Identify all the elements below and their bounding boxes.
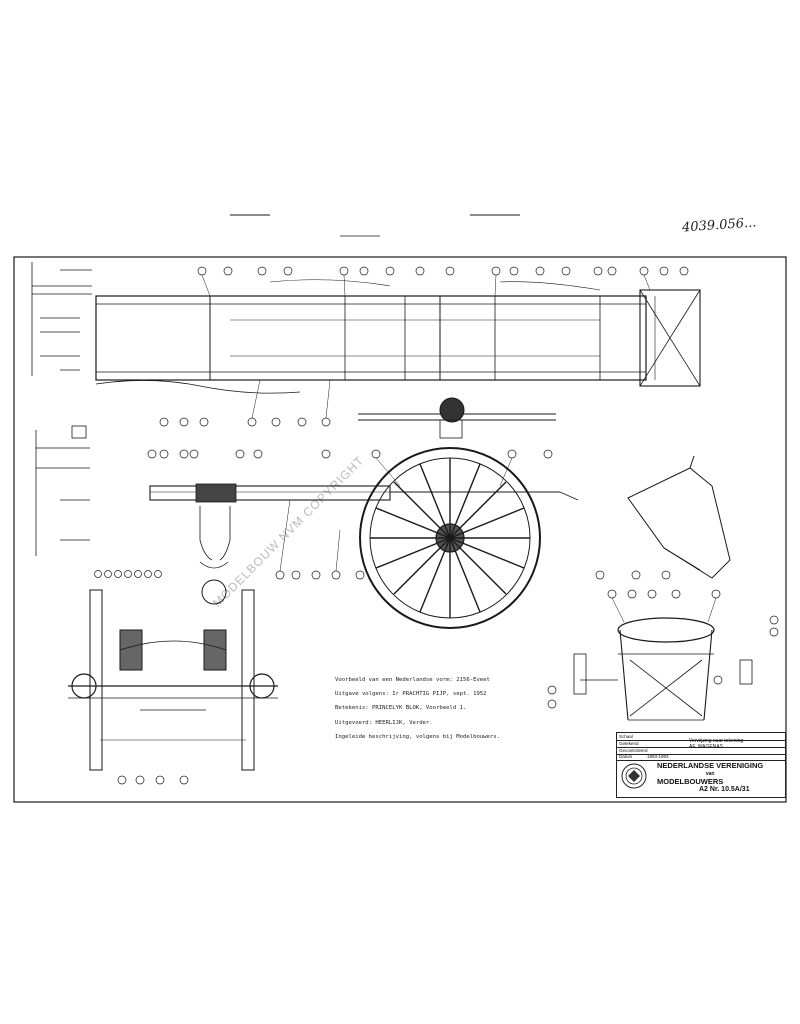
brake-detail <box>627 455 731 579</box>
organisation-name: NEDERLANDSE VERENIGING van MODELBOUWERS <box>657 762 763 786</box>
description-line: AF. WAGENAS <box>689 744 723 750</box>
drawing-description: Verwijzing naar tekening AF. WAGENAS <box>689 738 743 750</box>
callout-balloons <box>94 266 779 785</box>
description-line: Verwijzing naar tekening <box>689 738 744 744</box>
left-end-detail-top <box>31 262 92 376</box>
sheet-number: A2 Nr. 10.5A/31 <box>699 786 750 793</box>
wagon-wheel <box>359 447 541 629</box>
side-view <box>149 483 579 605</box>
title-block: Schaal Getekend Gecontroleerd Datum 1993… <box>616 732 786 798</box>
nvm-seal-icon <box>621 763 647 789</box>
note-line: Uitgave volgens: Ir PRACHTIG PIJP, sept.… <box>335 691 487 698</box>
seat-frame-view <box>573 617 753 721</box>
field-label-checked: Gecontroleerd <box>619 748 648 753</box>
title-block-row <box>617 747 785 755</box>
left-end-detail-side <box>35 425 90 556</box>
note-line: Voorbeeld van een Nederlandse vorm: 2156… <box>335 677 490 683</box>
field-label-date: Datum <box>619 754 633 759</box>
title-block-row <box>617 740 785 748</box>
date-value: 1993-1983 <box>647 754 669 759</box>
axle-front-view <box>68 589 278 771</box>
organisation-line: NEDERLANDSE VERENIGING <box>657 761 764 770</box>
front-axle-top <box>358 397 556 439</box>
note-line: Betekenis: PRINCELYK BLOK, Voorbeeld 1. <box>335 705 467 712</box>
drawing-notes: Voorbeeld van een Nederlandse vorm: 2156… <box>335 676 595 747</box>
organisation-line: MODELBOUWERS <box>657 777 724 786</box>
chassis-top-view <box>95 279 701 394</box>
note-line: Uitgevoerd: HEERLIJK, Verder. <box>335 719 433 726</box>
note-line: Ingeleide beschrijving, volgens bij Mode… <box>335 733 501 740</box>
title-block-row <box>617 733 785 741</box>
field-label-drawn: Getekend <box>619 741 639 746</box>
field-label-scale: Schaal <box>619 734 633 739</box>
title-block-row <box>617 754 785 761</box>
sheet-border <box>13 256 787 803</box>
leader-lines <box>201 274 717 623</box>
organisation-line: van <box>705 771 715 777</box>
